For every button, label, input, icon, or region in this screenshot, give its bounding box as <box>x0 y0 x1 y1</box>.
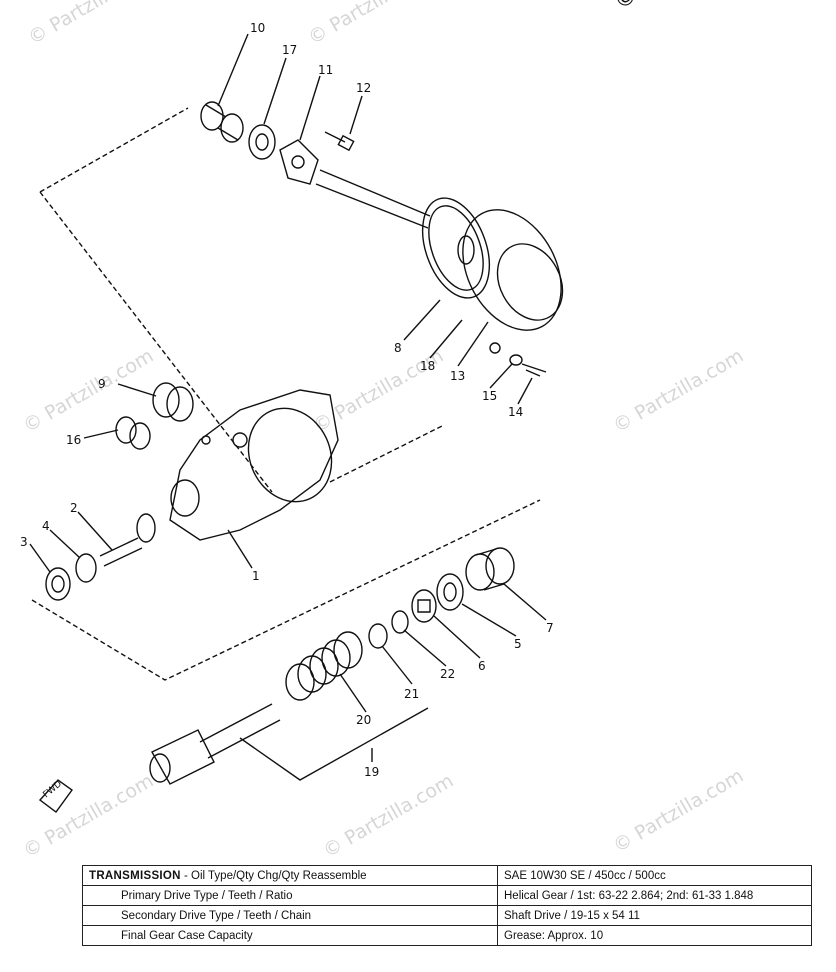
leader-line <box>77 511 113 551</box>
callout-labels: 10 17 11 12 8 18 13 15 14 9 16 1 2 4 3 7… <box>20 21 554 800</box>
spec-label: - Oil Type/Qty Chg/Qty Reassemble <box>180 869 367 882</box>
fwd-arrow-icon <box>38 779 73 813</box>
callout-16: 16 <box>66 433 81 447</box>
part-shaft-19 <box>149 703 429 785</box>
leader-line <box>29 543 51 573</box>
part-plate-11 <box>279 139 319 185</box>
callout-13: 13 <box>450 369 465 383</box>
part-bushing-16 <box>115 416 151 450</box>
part-bolt-14 <box>521 363 547 377</box>
leader-line <box>381 645 413 685</box>
callout-21: 21 <box>404 687 419 701</box>
leader-line <box>429 319 463 359</box>
upper-frame-line <box>329 425 443 483</box>
part-washer-22 <box>391 610 409 634</box>
spec-row-final-gear: Final Gear Case Capacity Grease: Approx.… <box>82 925 812 946</box>
leader-line <box>117 383 157 397</box>
spec-label: Secondary Drive Type / Teeth / Chain <box>82 905 498 926</box>
spec-row-transmission: TRANSMISSION - Oil Type/Qty Chg/Qty Reas… <box>82 865 812 886</box>
part-cover-13 <box>462 209 564 354</box>
part-ring-21 <box>368 623 388 649</box>
callout-17: 17 <box>282 43 297 57</box>
callout-19: 19 <box>364 765 379 779</box>
part-sleeve-7 <box>465 547 515 591</box>
part-bearing-17 <box>248 124 276 160</box>
spec-value: SAE 10W30 SE / 450cc / 500cc <box>497 865 812 886</box>
part-pinion-2 <box>99 513 156 567</box>
spec-section-title: TRANSMISSION <box>89 869 181 882</box>
part-gear-shaft-8 <box>315 169 491 299</box>
part-spring-20 <box>285 631 363 701</box>
callout-1: 1 <box>252 569 260 583</box>
leader-line <box>299 75 321 141</box>
callout-3: 3 <box>20 535 28 549</box>
leader-line <box>339 673 367 713</box>
leader-line <box>83 429 119 439</box>
leader-line <box>403 629 447 667</box>
leader-line <box>263 57 287 125</box>
callout-20: 20 <box>356 713 371 727</box>
callout-11: 11 <box>318 63 333 77</box>
callout-12: 12 <box>356 81 371 95</box>
spec-value: Shaft Drive / 19-15 x 54 11 <box>497 905 812 926</box>
part-sleeve-10 <box>200 101 244 143</box>
callout-7: 7 <box>546 621 554 635</box>
callout-4: 4 <box>42 519 50 533</box>
leader-line <box>349 95 363 135</box>
leader-line <box>49 529 81 559</box>
leader-line <box>517 377 533 405</box>
part-bearing-9 <box>152 382 194 422</box>
callout-9: 9 <box>98 377 106 391</box>
callout-2: 2 <box>70 501 78 515</box>
part-bolt-12 <box>324 131 355 152</box>
leader-line <box>227 529 253 569</box>
leader-line <box>403 299 441 341</box>
leader-line <box>433 615 481 659</box>
spec-label: Primary Drive Type / Teeth / Ratio <box>82 885 498 906</box>
part-washer-15 <box>509 354 523 366</box>
spec-value: Grease: Approx. 10 <box>497 925 812 946</box>
part-housing-1 <box>169 389 339 541</box>
part-bearing-3 <box>45 567 71 601</box>
callout-8: 8 <box>394 341 402 355</box>
spec-table: TRANSMISSION - Oil Type/Qty Chg/Qty Reas… <box>82 865 812 946</box>
spec-row-primary-drive: Primary Drive Type / Teeth / Ratio Helic… <box>82 885 812 906</box>
callout-5: 5 <box>514 637 522 651</box>
callout-6: 6 <box>478 659 486 673</box>
callout-18: 18 <box>420 359 435 373</box>
part-nut-6 <box>411 589 437 623</box>
part-shim-4 <box>75 553 97 583</box>
upper-frame-line <box>39 107 189 193</box>
leader-line <box>457 321 489 367</box>
callout-14: 14 <box>508 405 523 419</box>
leader-line <box>461 603 517 637</box>
leader-line <box>503 583 547 621</box>
lower-frame-line <box>31 499 541 681</box>
spec-value: Helical Gear / 1st: 63-22 2.864; 2nd: 61… <box>497 885 812 906</box>
spec-label: Final Gear Case Capacity <box>82 925 498 946</box>
spec-row-secondary-drive: Secondary Drive Type / Teeth / Chain Sha… <box>82 905 812 926</box>
callout-15: 15 <box>482 389 497 403</box>
callout-10: 10 <box>250 21 265 35</box>
leader-line <box>489 363 513 389</box>
callout-22: 22 <box>440 667 455 681</box>
leader-line <box>217 33 249 107</box>
part-bearing-5 <box>436 573 464 611</box>
